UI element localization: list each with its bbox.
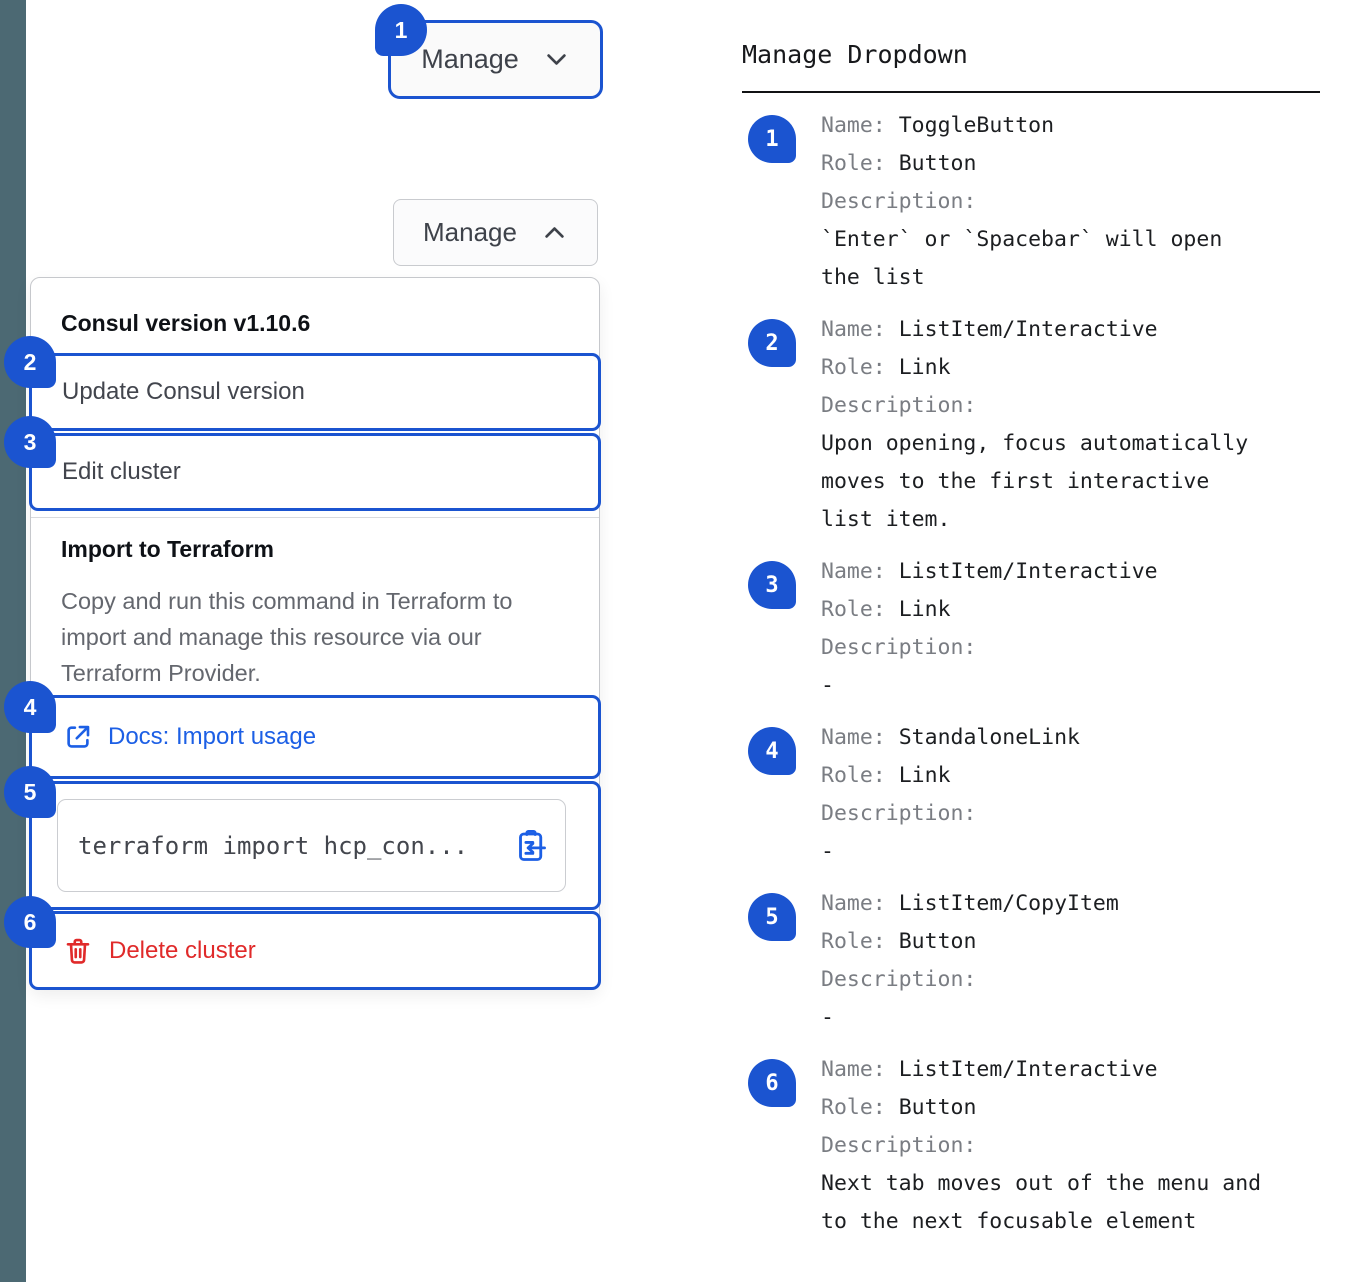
menu-item-docs-import-usage[interactable]: Docs: Import usage — [29, 695, 601, 779]
menu-item-delete-cluster[interactable]: Delete cluster — [29, 911, 601, 990]
menu-divider — [31, 517, 599, 518]
trash-icon — [66, 938, 90, 964]
annotation-badge-6: 6 — [748, 1059, 796, 1107]
name-line: Name:ListItem/Interactive — [821, 1057, 1158, 1082]
description-text: `Enter` or `Spacebar` will open the list — [821, 227, 1223, 290]
manage-dropdown-menu: Consul version v1.10.6 Update Consul ver… — [29, 277, 601, 990]
name-line: Name:ListItem/Interactive — [821, 317, 1158, 342]
description-label: Description: — [821, 1133, 977, 1158]
annotation-item-2: 2 Name:ListItem/Interactive Role:Link De… — [742, 311, 1320, 539]
annotation-item-4: 4 Name:StandaloneLink Role:Link Descript… — [742, 719, 1320, 871]
menu-item-label: Update Consul version — [62, 378, 305, 405]
annotation-item-6: 6 Name:ListItem/Interactive Role:Button … — [742, 1051, 1320, 1241]
consul-version-header: Consul version v1.10.6 — [61, 310, 311, 336]
terraform-command-text: terraform import hcp_con... — [78, 831, 469, 860]
annotation-panel: Manage Dropdown 1 Name:ToggleButton Role… — [742, 40, 1320, 1241]
annotation-badge-3: 3 — [748, 561, 796, 609]
import-section-title: Import to Terraform — [61, 536, 274, 562]
description-text: - — [821, 839, 834, 864]
description-label: Description: — [821, 635, 977, 660]
menu-item-edit-cluster[interactable]: Edit cluster — [29, 433, 601, 511]
menu-item-copy-terraform-command[interactable]: terraform import hcp_con... — [29, 781, 601, 910]
name-line: Name:ToggleButton — [821, 113, 1055, 138]
description-label: Description: — [821, 967, 977, 992]
role-line: Role:Link — [821, 355, 951, 380]
description-text: Next tab moves out of the menu and to th… — [821, 1171, 1262, 1234]
annotation-badge-5: 5 — [4, 766, 56, 818]
annotation-badge-2: 2 — [4, 336, 56, 388]
delete-cluster-row[interactable]: Delete cluster — [32, 936, 256, 966]
chevron-down-icon — [547, 54, 566, 65]
annotation-badge-2: 2 — [748, 319, 796, 367]
menu-item-label: Edit cluster — [62, 458, 181, 485]
annotation-badge-5: 5 — [748, 893, 796, 941]
name-line: Name:StandaloneLink — [821, 725, 1080, 750]
left-edge-bar — [0, 0, 26, 1282]
role-line: Role:Link — [821, 597, 951, 622]
docs-link-label: Docs: Import usage — [108, 723, 317, 750]
terraform-command-box[interactable]: terraform import hcp_con... — [57, 799, 566, 892]
name-line: Name:ListItem/CopyItem — [821, 891, 1119, 916]
annotation-badge-1: 1 — [748, 115, 796, 163]
description-text: - — [821, 673, 834, 698]
description-label: Description: — [821, 801, 977, 826]
annotation-badge-1: 1 — [375, 4, 427, 56]
name-line: Name:ListItem/Interactive — [821, 559, 1158, 584]
import-section-description: Copy and run this command in Terraform t… — [61, 588, 513, 686]
description-text: - — [821, 1005, 834, 1030]
clipboard-copy-icon[interactable] — [513, 828, 549, 864]
description-label: Description: — [821, 189, 977, 214]
manage-button-label: Manage — [423, 217, 517, 247]
annotation-badge-6: 6 — [4, 896, 56, 948]
docs-import-usage-link[interactable]: Docs: Import usage — [32, 722, 316, 752]
chevron-up-icon — [545, 227, 564, 238]
annotation-item-5: 5 Name:ListItem/CopyItem Role:Button Des… — [742, 885, 1320, 1037]
annotation-badge-4: 4 — [748, 727, 796, 775]
description-text: Upon opening, focus automatically moves … — [821, 431, 1249, 532]
annotation-item-3: 3 Name:ListItem/Interactive Role:Link De… — [742, 553, 1320, 705]
annotation-badge-3: 3 — [4, 416, 56, 468]
panel-title: Manage Dropdown — [742, 40, 968, 69]
description-label: Description: — [821, 393, 977, 418]
annotation-item-1: 1 Name:ToggleButton Role:Button Descript… — [742, 107, 1320, 297]
panel-rule — [742, 91, 1320, 93]
role-line: Role:Button — [821, 929, 977, 954]
manage-toggle-button-expanded[interactable]: Manage — [393, 199, 598, 266]
external-link-icon — [67, 725, 90, 748]
role-line: Role:Button — [821, 1095, 977, 1120]
role-line: Role:Button — [821, 151, 977, 176]
menu-item-update-consul-version[interactable]: Update Consul version — [29, 353, 601, 431]
manage-button-label: Manage — [421, 44, 519, 74]
delete-cluster-label: Delete cluster — [109, 936, 256, 964]
role-line: Role:Link — [821, 763, 951, 788]
annotation-badge-4: 4 — [4, 681, 56, 733]
manage-toggle-button[interactable]: Manage — [388, 20, 603, 99]
